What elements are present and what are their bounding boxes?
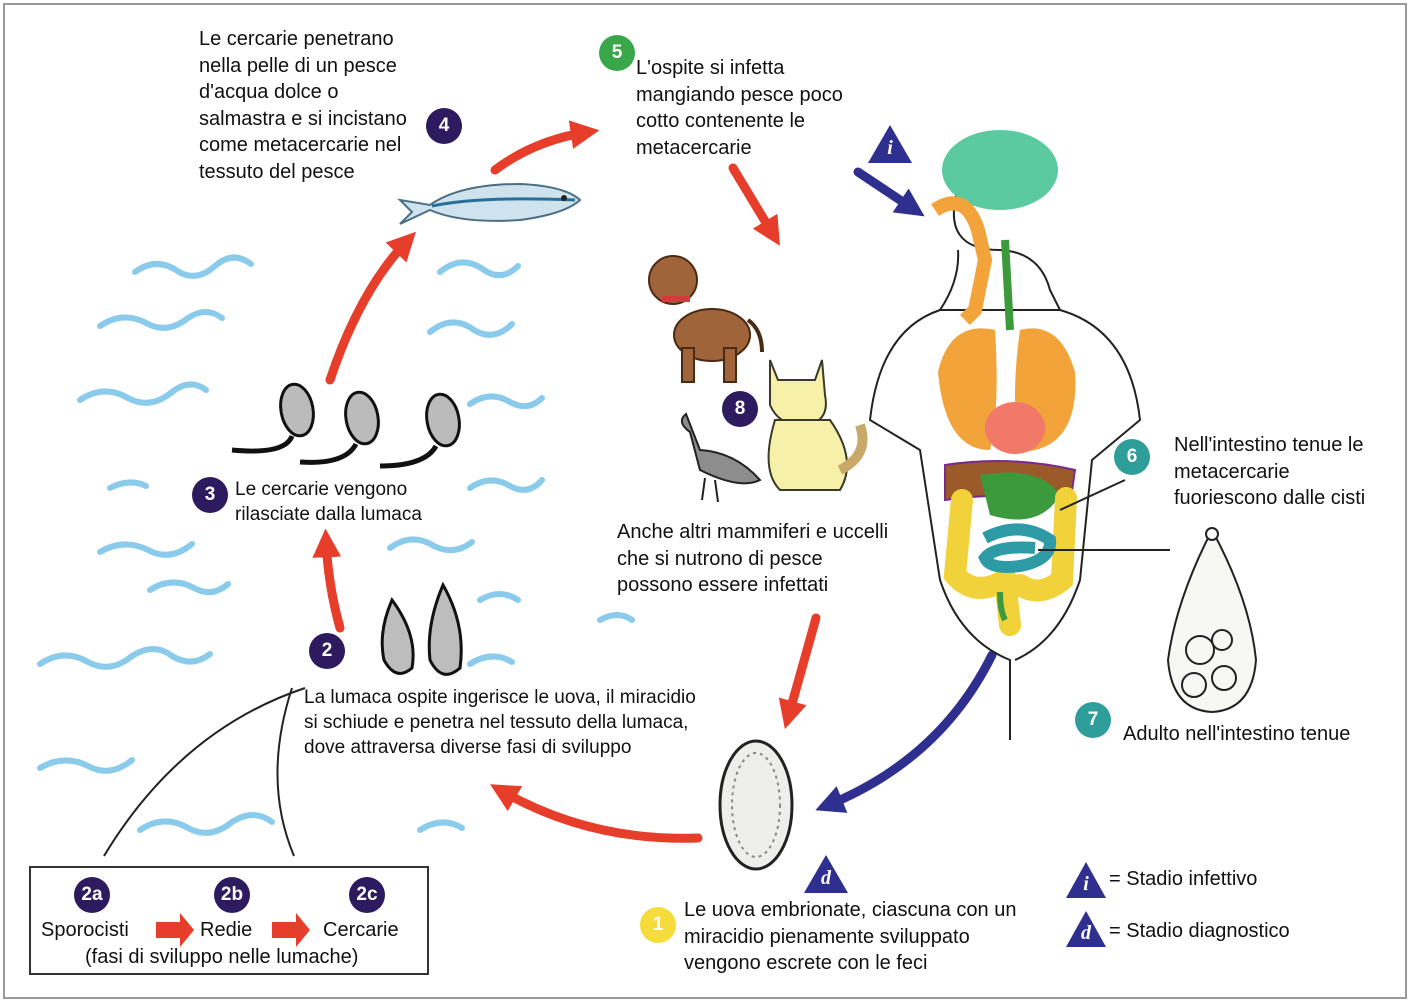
substage-2c-badge: 2c <box>349 877 385 913</box>
step-2-badge: 2 <box>309 633 345 669</box>
diagram-frame <box>3 3 1407 999</box>
cat-illustration <box>767 359 868 491</box>
bird-illustration <box>680 412 762 503</box>
step-4-text: Le cercarie penetrano nella pelle di un … <box>199 28 407 183</box>
marker-letter: d <box>821 867 831 889</box>
step-8-text: Anche altri mammiferi e uccelli che si n… <box>617 521 889 596</box>
triangle-icon <box>1066 862 1106 898</box>
substage-2a-badge: 2a <box>74 877 110 913</box>
step-6-badge: 6 <box>1114 439 1150 475</box>
substage-cercarie-label: Cercarie <box>323 919 399 941</box>
legend-infective-label: = Stadio infettivo <box>1109 868 1258 890</box>
step-3-badge: 3 <box>192 477 228 513</box>
substage-arrows <box>156 913 310 947</box>
step-3-text: Le cercarie vengono rilasciate dalla lum… <box>235 479 422 525</box>
water-waves <box>37 254 635 836</box>
substage-sporocisti-label: Sporocisti <box>41 919 129 941</box>
cercariae-illustration <box>231 382 461 469</box>
step-7-text: Adulto nell'intestino tenue <box>1123 723 1351 745</box>
triangle-icon <box>868 125 912 163</box>
substage-pointer-lines <box>103 687 306 857</box>
step-6-text: Nell'intestino tenue le metacercarie fuo… <box>1174 434 1366 509</box>
legend-diagnostic-label: = Stadio diagnostico <box>1109 920 1290 942</box>
step-7-badge: 7 <box>1075 702 1111 738</box>
snails-illustration <box>380 581 463 676</box>
dog-illustration <box>648 255 764 383</box>
legend-infective-marker: i <box>1066 862 1106 898</box>
step-2-text: La lumaca ospite ingerisce le uova, il m… <box>304 687 696 758</box>
marker-letter: i <box>1083 873 1089 895</box>
adult-fluke-illustration <box>1166 527 1258 714</box>
step-8-badge: 8 <box>722 391 758 427</box>
fish-illustration <box>397 182 582 225</box>
legend-diagnostic-marker: d <box>1066 911 1106 947</box>
egg-illustration <box>718 739 794 871</box>
step-4-badge: 4 <box>426 108 462 144</box>
step-1-badge: 1 <box>640 907 676 943</box>
diagnostic-stage-marker: d <box>804 855 848 893</box>
triangle-icon <box>1066 911 1106 947</box>
lifecycle-arrows <box>312 120 821 843</box>
substage-2b-badge: 2b <box>214 877 250 913</box>
step-5-text: L'ospite si infetta mangiando pesce poco… <box>636 57 843 159</box>
human-arrows <box>815 167 997 813</box>
human-body-illustration <box>868 130 1170 740</box>
substage-redie-label: Redie <box>200 919 253 941</box>
triangle-icon <box>804 855 848 893</box>
marker-letter: i <box>887 137 893 159</box>
step-1-text: Le uova embrionate, ciascuna con un mira… <box>684 899 1017 974</box>
substage-caption: (fasi di sviluppo nelle lumache) <box>85 946 359 968</box>
snail-substages-box <box>29 866 429 975</box>
step-5-badge: 5 <box>599 35 635 71</box>
infective-stage-marker: i <box>868 125 912 163</box>
marker-letter: d <box>1081 922 1091 944</box>
